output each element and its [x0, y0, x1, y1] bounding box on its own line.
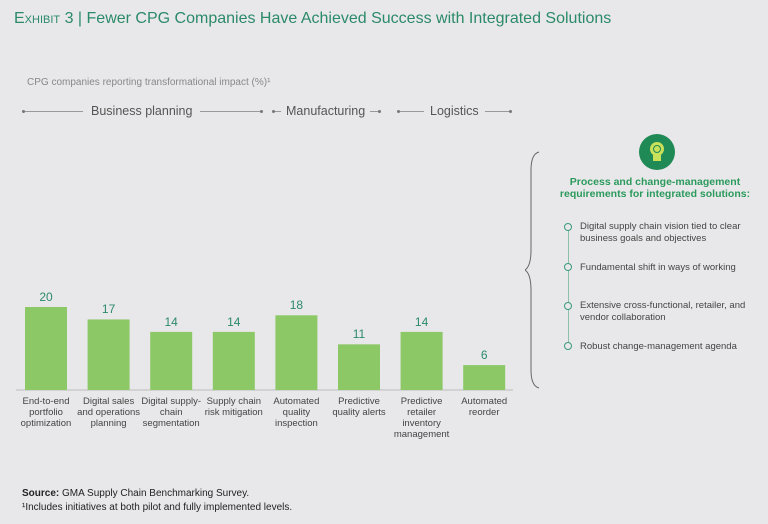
data-label: 14	[227, 314, 241, 329]
requirement-item: Extensive cross-functional, retailer, an…	[580, 300, 746, 323]
bar	[400, 331, 443, 390]
data-label: 14	[414, 314, 429, 329]
group-business-planning: Business planning	[22, 104, 264, 118]
category-label: Digital sales and operations planning	[77, 396, 141, 429]
exhibit-number: Exhibit 3	[14, 10, 74, 27]
category-label: Supply chain risk mitigation	[204, 396, 263, 418]
data-label: 17	[101, 302, 116, 317]
exhibit-title: Exhibit 3 | Fewer CPG Companies Have Ach…	[14, 10, 611, 28]
bar	[338, 344, 380, 390]
separator: |	[77, 10, 83, 27]
category-label: Predictive retailer inventory management	[393, 396, 450, 440]
group-logistics: Logistics	[397, 104, 512, 118]
brace-icon	[525, 151, 540, 389]
data-label: 14	[164, 314, 178, 329]
source-note: Source: GMA Supply Chain Benchmarking Su…	[22, 488, 249, 499]
requirement-item: Robust change-management agenda	[580, 341, 737, 352]
requirement-item: Fundamental shift in ways of working	[580, 262, 736, 273]
bullet-circle-icon	[564, 302, 572, 310]
group-label: Logistics	[430, 104, 479, 118]
y-axis-label: CPG companies reporting transformational…	[27, 77, 271, 88]
category-label: Predictive quality alerts	[332, 396, 386, 418]
footnote: ¹Includes initiatives at both pilot and …	[22, 502, 293, 513]
group-manufacturing: Manufacturing	[272, 104, 382, 118]
source-text: GMA Supply Chain Benchmarking Survey.	[62, 488, 250, 499]
category-label: Digital supply-chain segmentation	[141, 396, 202, 429]
category-label: End-to-end portfolio optimization	[20, 396, 72, 429]
timeline-line	[568, 229, 569, 347]
data-label: 18	[289, 298, 304, 313]
lightbulb-icon	[639, 134, 675, 170]
bullet-circle-icon	[564, 263, 572, 271]
group-label: Manufacturing	[286, 104, 366, 118]
source-label: Source:	[22, 488, 60, 499]
group-label: Business planning	[91, 104, 193, 118]
bar	[212, 331, 255, 390]
title-text: Fewer CPG Companies Have Achieved Succes…	[86, 10, 612, 27]
category-label: Automated reorder	[461, 396, 508, 418]
bullet-circle-icon	[564, 342, 572, 350]
data-label: 6	[480, 348, 488, 363]
panel-title: Process and change-management requiremen…	[559, 176, 751, 200]
category-label: Automated quality inspection	[273, 396, 320, 429]
data-label: 11	[352, 327, 366, 342]
bar	[87, 319, 130, 390]
data-label: 20	[39, 290, 53, 304]
bar	[25, 307, 67, 390]
bar	[150, 331, 193, 390]
bar	[275, 315, 318, 390]
bar-chart	[16, 307, 513, 391]
requirement-item: Digital supply chain vision tied to clea…	[580, 221, 741, 244]
bar	[463, 365, 506, 390]
bullet-circle-icon	[564, 223, 572, 231]
